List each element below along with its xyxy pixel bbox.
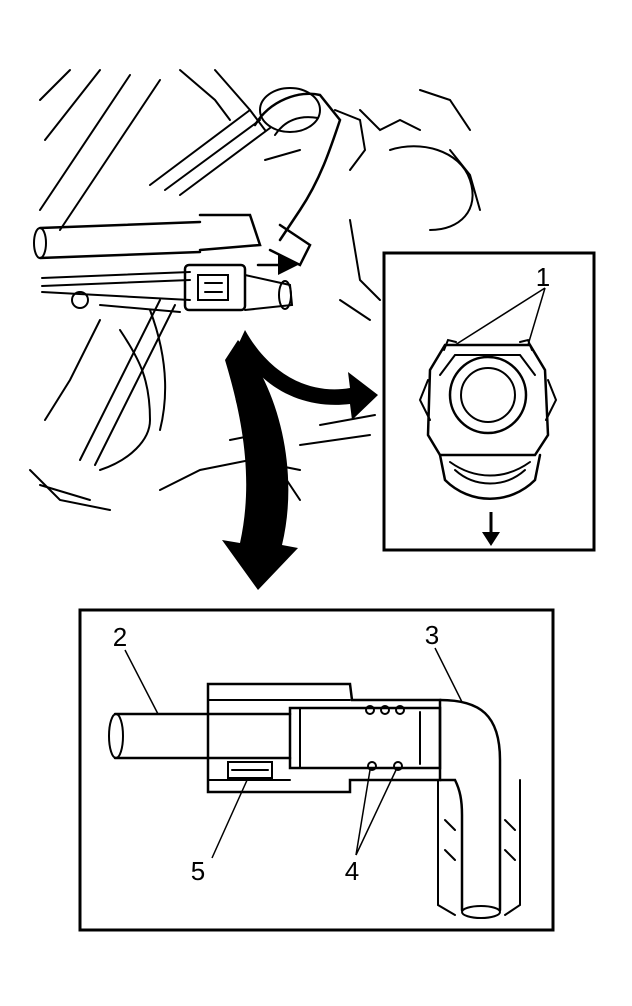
callout-5: 5 — [191, 856, 205, 886]
callout-2: 2 — [113, 622, 127, 652]
curved-arrow-to-end-view — [238, 330, 378, 420]
end-view-inset: 1 — [382, 251, 596, 552]
callout-1: 1 — [536, 262, 550, 292]
curved-arrow-to-section-view — [222, 340, 298, 590]
engine-overview-sketch — [29, 69, 481, 511]
callout-3: 3 — [425, 620, 439, 650]
cross-section-inset: 2 3 4 5 — [78, 608, 555, 932]
callout-4: 4 — [345, 856, 359, 886]
